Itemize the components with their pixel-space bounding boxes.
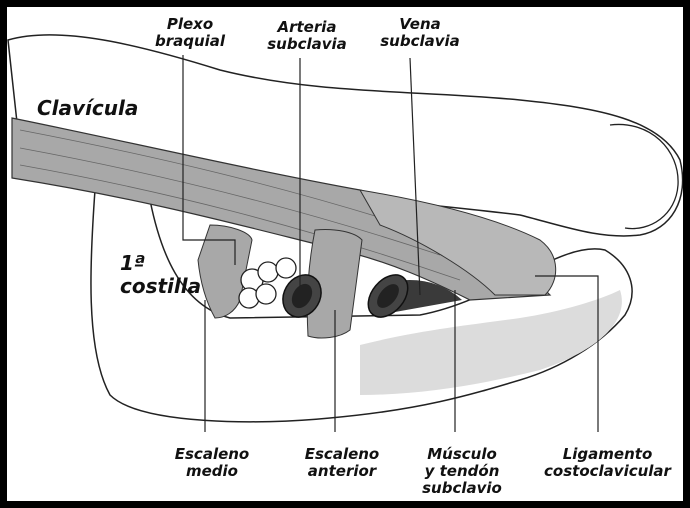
anatomy-illustration xyxy=(7,7,683,501)
brachial-plexus-nerve xyxy=(276,258,296,278)
label-arteria-subclavia: Arteria subclavia xyxy=(257,19,357,53)
label-clavicula: Clavícula xyxy=(37,97,138,120)
label-vena-subclavia: Vena subclavia xyxy=(370,16,470,50)
label-plexo-braquial: Plexo braquial xyxy=(145,16,235,50)
label-escaleno-medio: Escaleno medio xyxy=(157,446,267,480)
brachial-plexus-nerve xyxy=(256,284,276,304)
brachial-plexus-nerve xyxy=(258,262,278,282)
label-primera-costilla: 1ª costilla xyxy=(120,252,201,298)
label-ligamento-costoclavicular: Ligamento costoclavicular xyxy=(535,446,680,480)
label-escaleno-anterior: Escaleno anterior xyxy=(287,446,397,480)
label-musculo-tendon-subclavio: Músculo y tendón subclavio xyxy=(407,446,517,497)
